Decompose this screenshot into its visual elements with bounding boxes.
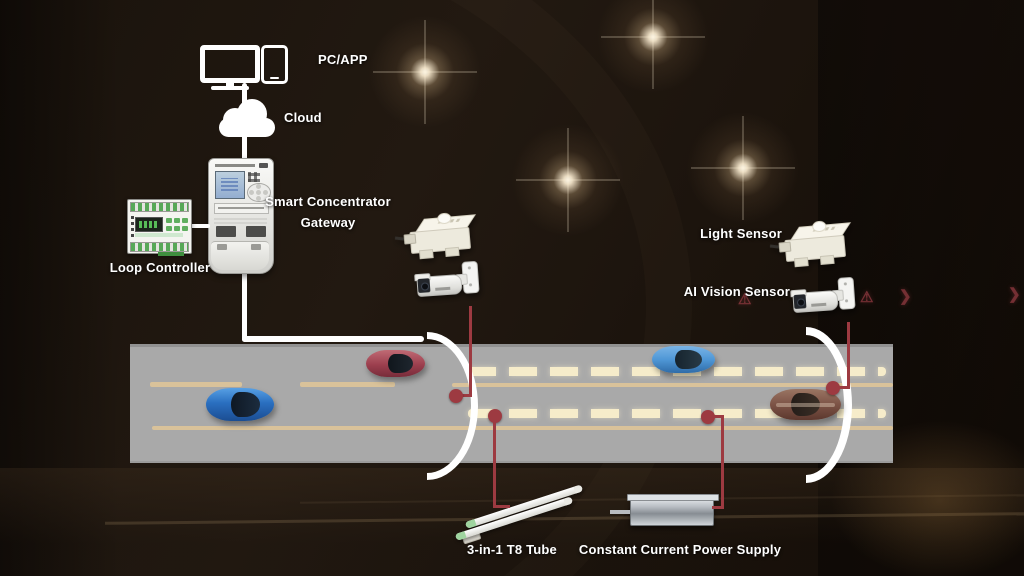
connector-dot-tube (488, 409, 502, 423)
connector-camera-left (469, 306, 472, 396)
phone-home-button (270, 77, 279, 79)
controller-leds (131, 215, 134, 237)
connector-dot-ai (826, 381, 840, 395)
camera-device-left (414, 260, 481, 309)
lane-line-bottom (152, 426, 893, 430)
t8-tube-label: 3-in-1 T8 Tube (467, 542, 557, 557)
light-sensor-label: Light Sensor (700, 226, 782, 241)
lane-line-dash (150, 382, 242, 387)
connector-ai-elbow (838, 386, 850, 389)
controller-to-gateway-line (190, 224, 210, 228)
ceiling-light-glow (683, 108, 803, 228)
ceiling-light-glow (593, 0, 713, 97)
gateway-to-entrance-line (242, 336, 424, 342)
controller-buttons (166, 218, 172, 223)
smart-concentrator-gateway-device (208, 158, 274, 274)
connector-psu (721, 415, 724, 509)
gateway-label-line1: Smart Concentrator (265, 194, 391, 209)
background-left-shade (0, 0, 120, 576)
car-red (366, 350, 425, 377)
lane-line-dash (300, 382, 395, 387)
terminal-row-top (130, 202, 189, 212)
smartphone-icon (261, 45, 288, 84)
warning-triangle-icon: ⚠ (738, 291, 752, 308)
loop-controller-label: Loop Controller (109, 260, 211, 275)
gateway-label-strip (214, 203, 269, 214)
tunnel-light-row-bottom (468, 409, 886, 418)
chevron-sign-icon: ❯ (899, 288, 912, 305)
ceiling-light-glow (508, 120, 628, 240)
connector-psu-elbow-top (712, 415, 724, 418)
connector-psu-elbow-bottom (712, 506, 724, 509)
gateway-keypad (247, 183, 271, 202)
connector-dot-entrance (449, 389, 463, 403)
controller-display (135, 217, 163, 232)
car-roof-stripe (775, 402, 836, 407)
gateway-slot (216, 226, 236, 237)
gateway-terminal-cover (211, 241, 269, 270)
cloud-label: Cloud (284, 110, 322, 125)
gateway-slot (246, 226, 266, 237)
power-supply-label: Constant Current Power Supply (578, 542, 782, 557)
pc-app-label: PC/APP (318, 52, 368, 67)
car-blue-sports (206, 388, 274, 421)
monitor-icon (200, 45, 260, 90)
connector-camera-left-elbow (456, 394, 472, 397)
camera-lens (417, 278, 431, 294)
power-supply-device (610, 494, 719, 526)
gateway-label-line2: Gateway (300, 215, 356, 230)
warning-triangle-icon: ⚠ (860, 289, 874, 306)
gateway-label: Smart Concentrator Gateway (264, 191, 392, 233)
light-sensor-device-right (769, 218, 861, 275)
connector-tube (493, 420, 496, 508)
car-windshield (675, 349, 702, 370)
car-windshield (231, 392, 260, 417)
lane-line-top (452, 383, 893, 387)
loop-controller-device (127, 199, 192, 256)
gateway-indicator-leds (248, 172, 260, 182)
connector-tube-elbow (493, 505, 510, 508)
monitor-stand (226, 80, 234, 86)
terminal-row-bottom (130, 242, 189, 252)
car-windshield (791, 393, 820, 416)
car-lightblue (652, 346, 715, 373)
gateway-lcd-screen (215, 171, 245, 199)
ai-vision-sensor-label: AI Vision Sensor (683, 284, 790, 299)
camera-lens (793, 294, 807, 310)
ai-vision-camera-device (790, 276, 857, 325)
connector-ai-camera (847, 322, 850, 389)
chevron-sign-icon: ❯ (1008, 286, 1021, 303)
car-windshield (387, 353, 413, 374)
monitor-base (211, 86, 249, 90)
cloud-icon (219, 98, 275, 138)
light-sensor-device-left (394, 210, 486, 267)
ceiling-light-glow (365, 12, 485, 132)
connector-dot-psu (701, 410, 715, 424)
